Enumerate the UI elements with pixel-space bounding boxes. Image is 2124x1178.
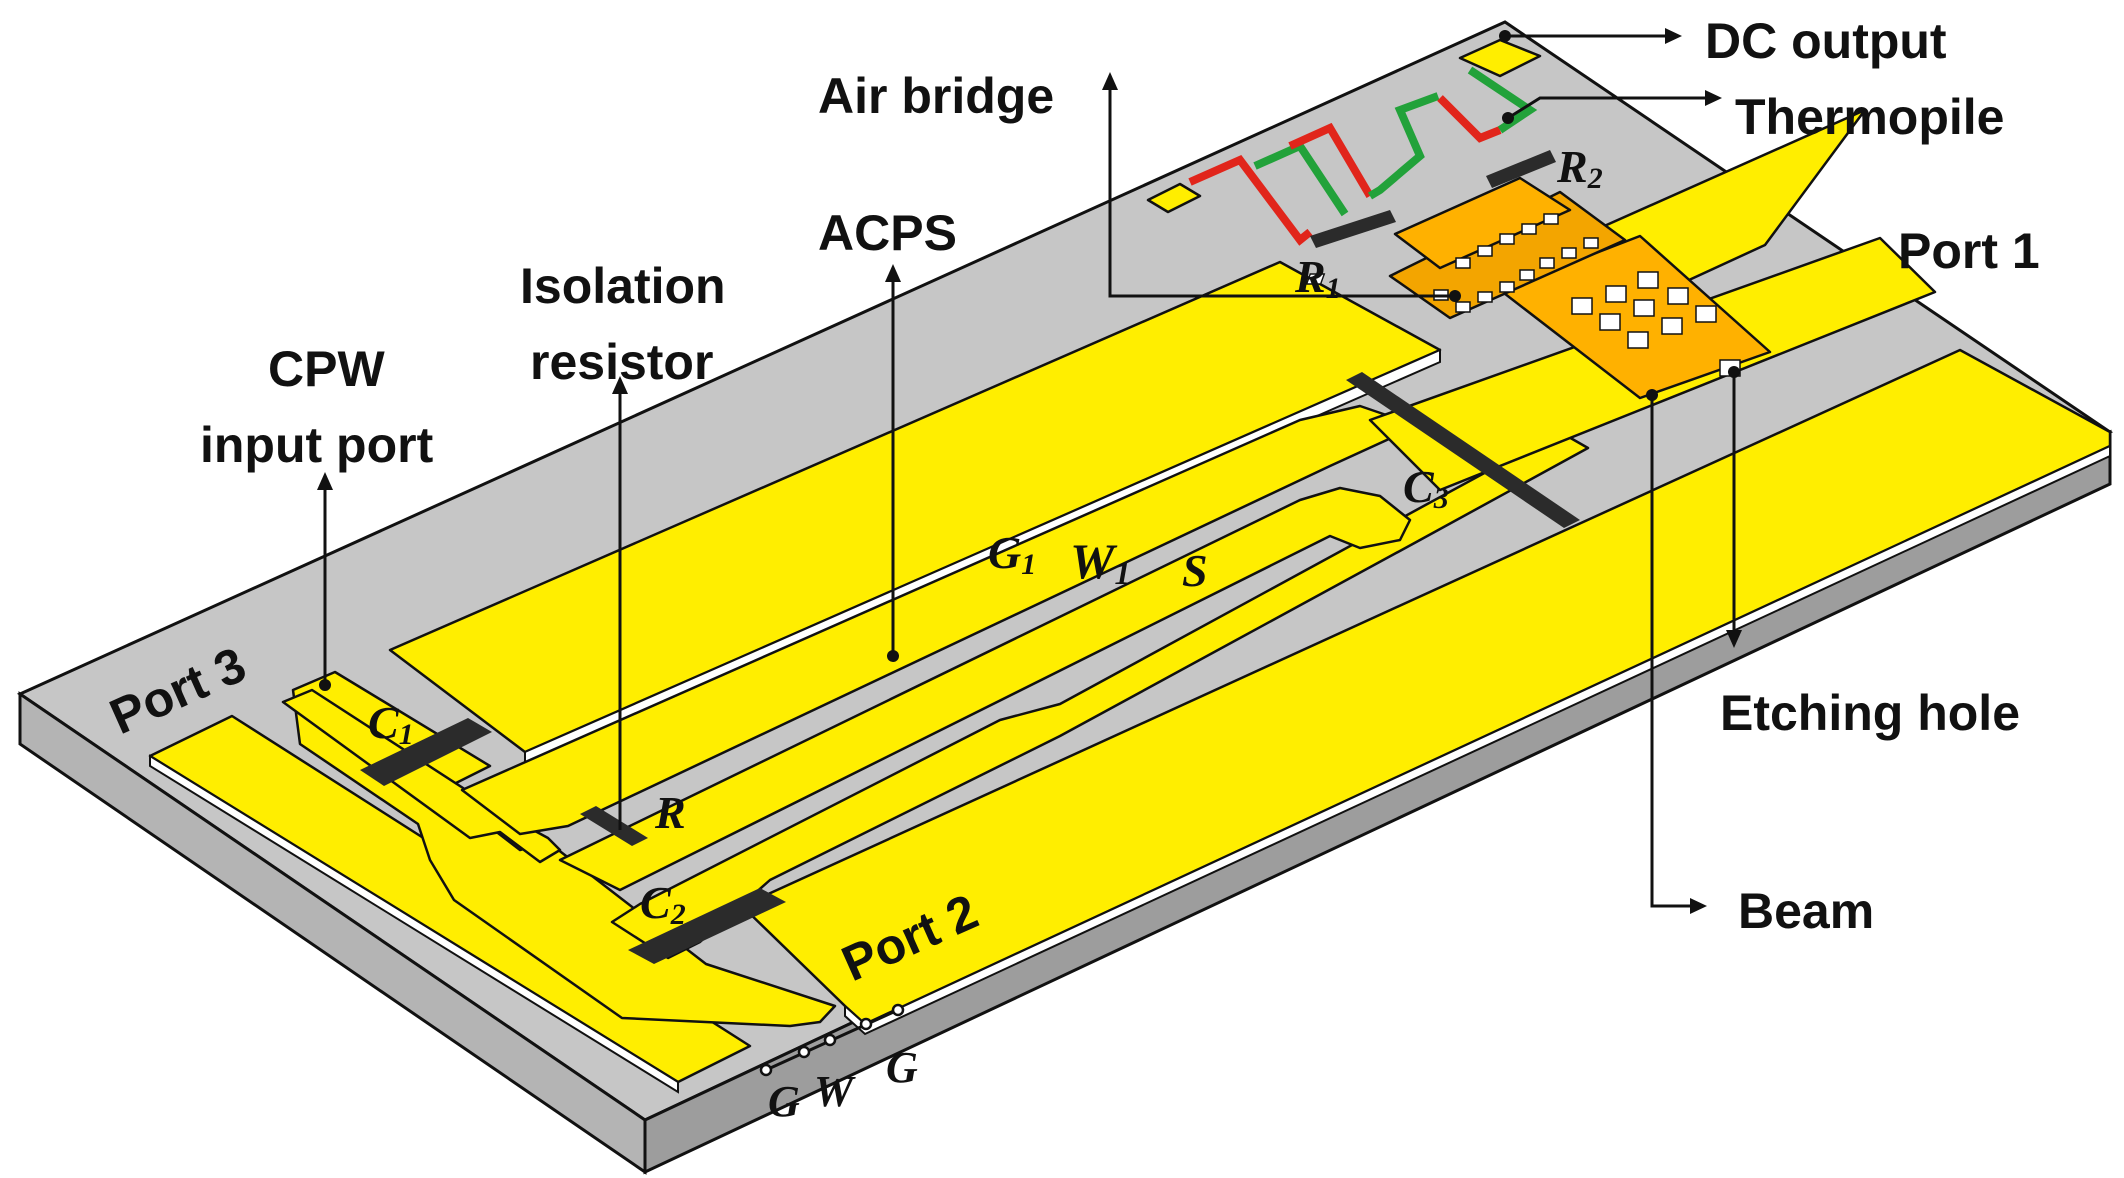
isolation-resistor-R <box>580 806 648 846</box>
thermopile-red-1 <box>1188 155 1313 246</box>
beam-etching-holes <box>1571 271 1741 377</box>
label-isolation-line2: resistor <box>530 334 713 390</box>
thermopile-pad-left <box>1146 182 1202 214</box>
R1-resistor <box>1310 210 1396 248</box>
cpw-upper-ground <box>281 688 562 864</box>
leaders <box>317 28 1742 914</box>
thermopile-green-2 <box>1367 92 1440 200</box>
symbol-G-right: G <box>886 1043 918 1092</box>
gwg-marker <box>759 1003 905 1077</box>
c2-resistor-bar <box>628 888 786 964</box>
acps-inner-loop <box>558 486 1412 892</box>
symbol-R1: R1 <box>1294 251 1341 305</box>
symbol-W: W <box>814 1067 856 1116</box>
label-isolation-line1: Isolation <box>520 258 726 314</box>
dc-output-pad <box>1458 38 1542 78</box>
c1-resistor-bar <box>360 718 492 786</box>
symbol-C1: C1 <box>368 697 414 751</box>
label-etching-hole: Etching hole <box>1720 685 2020 741</box>
symbol-S: S <box>1182 545 1208 596</box>
thermopile <box>1146 38 1542 246</box>
label-cpw-line2: input port <box>200 417 434 473</box>
label-air-bridge: Air bridge <box>818 68 1054 124</box>
c3-resistor-bar <box>1346 372 1580 528</box>
symbol-C2: C2 <box>640 877 686 931</box>
label-thermopile: Thermopile <box>1735 89 2004 145</box>
air-bridge-top <box>1393 176 1572 270</box>
resistors <box>360 150 1580 964</box>
label-acps: ACPS <box>818 205 957 261</box>
thermopile-red-2 <box>1288 122 1374 199</box>
symbol-C3: C3 <box>1403 461 1449 515</box>
label-dc-output: DC output <box>1705 13 1947 69</box>
R2-resistor <box>1486 150 1556 188</box>
thermopile-green-1 <box>1253 140 1349 217</box>
label-port1: Port 1 <box>1898 223 2040 279</box>
symbol-R2: R2 <box>1556 141 1603 195</box>
symbol-G1: G1 <box>988 527 1036 581</box>
symbol-R: R <box>654 787 686 838</box>
label-cpw-line1: CPW <box>268 341 385 397</box>
symbol-W1: W1 <box>1070 533 1131 592</box>
thermopile-red-3 <box>1437 95 1502 143</box>
label-beam: Beam <box>1738 883 1874 939</box>
symbol-G-left: G <box>768 1077 800 1126</box>
